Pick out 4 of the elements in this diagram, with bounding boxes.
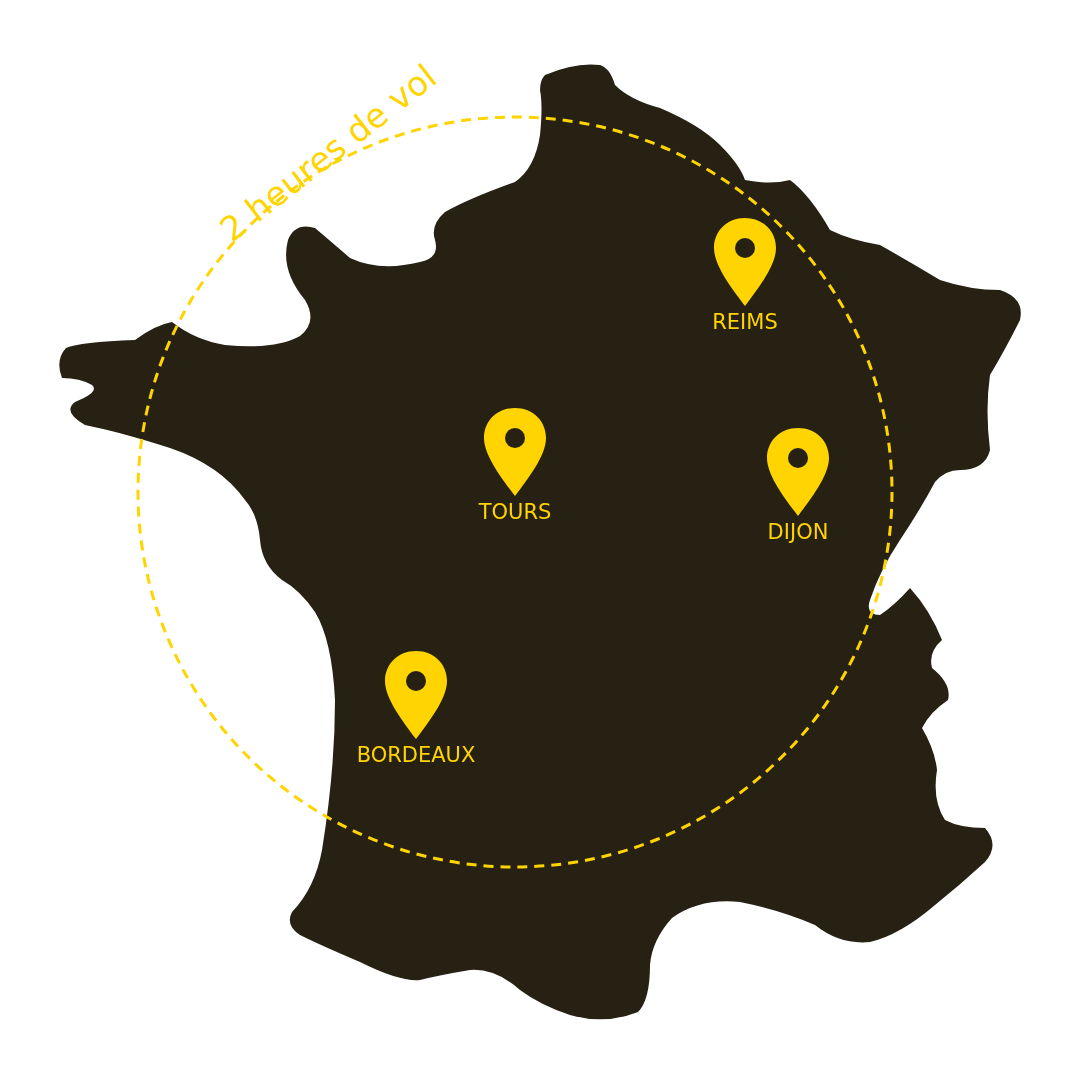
city-label: TOURS	[478, 500, 552, 524]
city-label: REIMS	[712, 310, 778, 334]
city-label: BORDEAUX	[356, 743, 476, 767]
city-label: DIJON	[767, 520, 829, 544]
